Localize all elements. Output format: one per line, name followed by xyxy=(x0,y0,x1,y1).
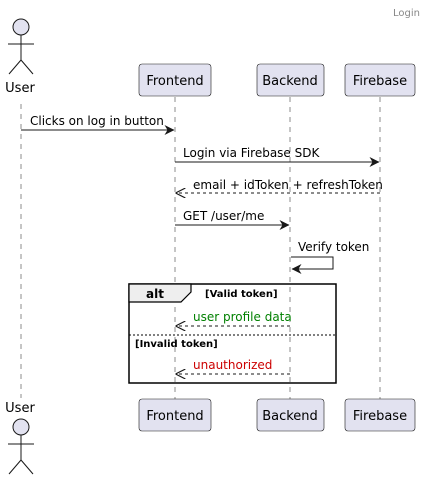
message-token-return: email + idToken + refreshToken xyxy=(176,178,383,193)
participant-frontend-top: Frontend xyxy=(138,63,212,97)
diagram-title: Login xyxy=(393,8,420,19)
participant-label-firebase: Firebase xyxy=(353,74,407,89)
user-actor-top: User xyxy=(5,18,35,96)
alt-keyword: alt xyxy=(146,287,164,301)
participant-backend-top: Backend xyxy=(256,63,325,97)
message-label: unauthorized xyxy=(193,358,272,372)
participant-label-user: User xyxy=(5,401,35,416)
message-label: Login via Firebase SDK xyxy=(183,146,320,160)
participant-label-frontend: Frontend xyxy=(146,409,203,424)
participant-label-backend: Backend xyxy=(262,409,318,424)
message-user-profile-data: user profile data xyxy=(176,310,292,326)
user-actor-bottom: User xyxy=(5,401,35,475)
message-label: Clicks on log in button xyxy=(30,114,164,128)
guard-valid-token: [Valid token] xyxy=(205,289,278,300)
message-login-firebase: Login via Firebase SDK xyxy=(175,146,380,167)
stick-figure-icon xyxy=(8,18,34,75)
message-get-user-me: GET /user/me xyxy=(175,209,290,230)
alt-fragment-tab xyxy=(128,283,192,303)
message-verify-token: Verify token xyxy=(291,240,369,274)
message-label: Verify token xyxy=(298,240,369,254)
participant-label-frontend: Frontend xyxy=(146,74,203,89)
message-label: GET /user/me xyxy=(183,209,264,223)
participant-label-backend: Backend xyxy=(262,74,318,89)
participant-firebase-top: Firebase xyxy=(344,63,416,97)
participant-label-firebase: Firebase xyxy=(353,409,407,424)
participant-label-user: User xyxy=(5,81,35,96)
message-label: email + idToken + refreshToken xyxy=(193,178,383,192)
message-unauthorized: unauthorized xyxy=(176,358,290,374)
alt-fragment: alt [Valid token] user profile data [Inv… xyxy=(128,283,337,384)
participant-firebase-bottom: Firebase xyxy=(344,398,416,432)
stick-figure-icon xyxy=(8,418,34,475)
guard-invalid-token: [Invalid token] xyxy=(135,339,218,350)
message-clicks-login: Clicks on log in button xyxy=(21,114,175,135)
message-label: user profile data xyxy=(193,310,292,324)
participant-frontend-bottom: Frontend xyxy=(138,398,212,432)
participant-backend-bottom: Backend xyxy=(256,398,325,432)
